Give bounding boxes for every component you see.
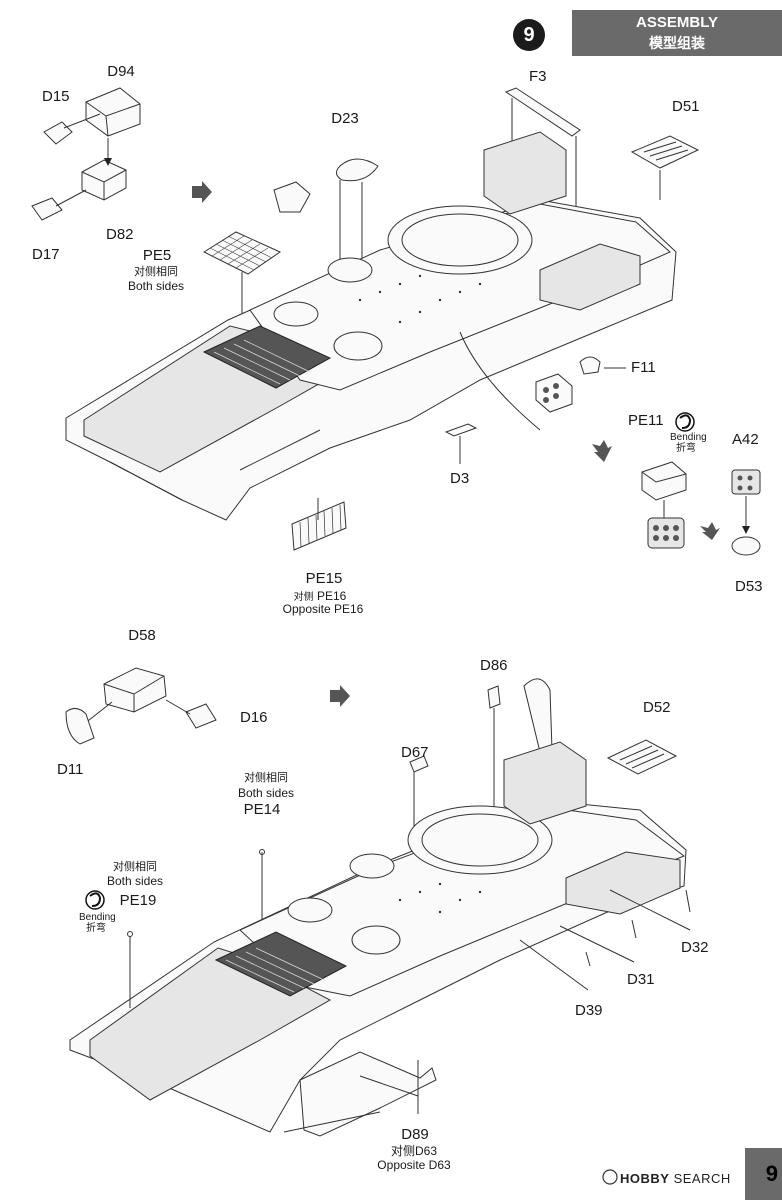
- label-pe14-note-en: Both sides: [237, 786, 295, 800]
- part-f3: [504, 87, 581, 137]
- part-d16: [185, 703, 217, 729]
- label-pe19: PE19: [119, 892, 157, 909]
- part-d82: [81, 159, 127, 201]
- label-a42: A42: [732, 431, 759, 448]
- part-smoke-discharger: [535, 373, 573, 413]
- part-a42: [731, 469, 761, 495]
- flow-arrow-icon: [700, 522, 720, 540]
- label-pe19-note-zh: 对侧相同: [113, 861, 157, 873]
- part-pe11-assembled: [647, 517, 685, 549]
- label-d86: D86: [480, 657, 508, 674]
- label-d23: D23: [331, 110, 359, 127]
- label-pe15: PE15: [305, 570, 343, 587]
- flow-arrow-icon: [592, 440, 612, 462]
- label-bending-en-bottom: Bending: [79, 912, 116, 923]
- label-d82: D82: [106, 226, 134, 243]
- hull-bottom-step: [69, 741, 687, 1133]
- label-d39: D39: [575, 1002, 603, 1019]
- label-d53: D53: [735, 578, 763, 595]
- part-pe5-grille: [202, 231, 282, 275]
- label-d89-note-zh: 对侧D63: [390, 1144, 438, 1158]
- bending-icon: [675, 412, 695, 432]
- page-number: 9: [745, 1148, 782, 1200]
- part-d17: [31, 197, 63, 221]
- label-bending-zh-top: 折弯: [676, 443, 696, 454]
- part-d58: [103, 667, 167, 713]
- label-bending-zh-bottom: 折弯: [86, 923, 106, 934]
- label-d11: D11: [57, 761, 84, 778]
- label-d89-note-en: Opposite D63: [377, 1158, 451, 1172]
- label-d52: D52: [643, 699, 671, 716]
- label-pe14: PE14: [243, 801, 281, 818]
- label-d31: D31: [627, 971, 655, 988]
- part-d52: [606, 739, 678, 775]
- part-d3: [444, 423, 478, 437]
- part-d51: [630, 135, 700, 169]
- label-d3: D3: [450, 470, 470, 487]
- label-pe11: PE11: [628, 412, 664, 429]
- bending-icon: [85, 890, 105, 910]
- part-d86: [487, 685, 501, 709]
- label-d67: D67: [401, 744, 429, 761]
- label-d94: D94: [107, 63, 135, 80]
- label-pe5: PE5: [142, 247, 172, 264]
- label-d32: D32: [681, 939, 709, 956]
- part-d67: [409, 755, 429, 773]
- part-d15: [43, 121, 73, 145]
- label-pe5-note-zh: 对侧相同: [134, 266, 178, 278]
- label-f3: F3: [529, 68, 547, 85]
- label-pe5-note-en: Both sides: [127, 279, 185, 293]
- label-d89: D89: [401, 1126, 429, 1143]
- part-d53: [731, 536, 761, 556]
- part-d94: [85, 87, 141, 137]
- part-d23: [336, 158, 379, 182]
- label-pe15-note-en: Opposite PE16: [282, 602, 364, 616]
- label-d58: D58: [128, 627, 156, 644]
- flow-arrow-icon: [192, 181, 212, 203]
- assembly-banner: ASSEMBLY 模型组装: [572, 10, 782, 56]
- step-number-badge: 9: [513, 19, 545, 51]
- label-pe15-note: 对侧 PE16: [293, 589, 347, 603]
- label-pe14-note-zh: 对侧相同: [244, 772, 288, 784]
- banner-title-en: ASSEMBLY: [636, 14, 718, 31]
- arrow-d94-d82: [104, 158, 112, 166]
- watermark-logo-icon: [602, 1169, 618, 1185]
- part-pe11: [641, 461, 687, 501]
- label-d16: D16: [240, 709, 268, 726]
- label-d17: D17: [32, 246, 60, 263]
- label-d15: D15: [42, 88, 70, 105]
- hull-top-step: [65, 131, 677, 521]
- flow-arrow-icon: [330, 685, 350, 707]
- label-pe19-note-en: Both sides: [106, 874, 164, 888]
- part-d89: [299, 1051, 437, 1137]
- label-d51: D51: [672, 98, 700, 115]
- label-f11: F11: [631, 359, 656, 376]
- banner-title-zh: 模型组装: [649, 35, 705, 51]
- watermark: HOBBY SEARCH: [620, 1171, 731, 1186]
- part-d11: [65, 708, 95, 745]
- part-f11: [579, 356, 601, 375]
- part-pe15: [291, 501, 347, 551]
- label-bending-en-top: Bending: [670, 432, 707, 443]
